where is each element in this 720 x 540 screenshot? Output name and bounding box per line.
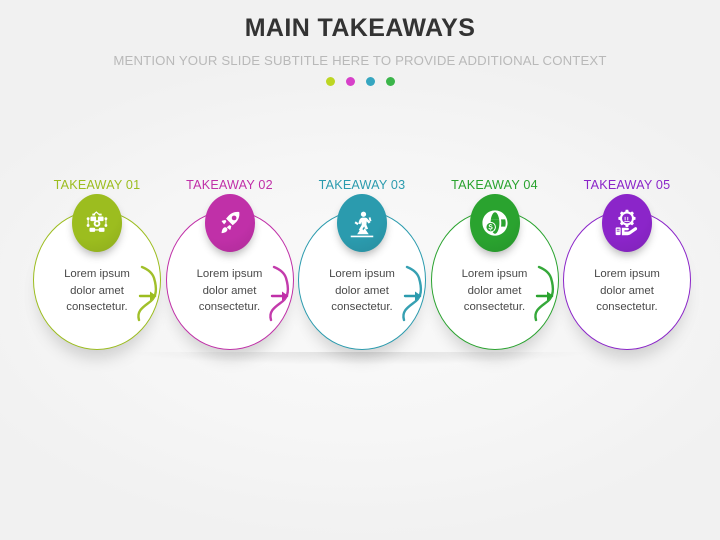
global-finance-globe-icon[interactable] [469,194,520,252]
takeaway-step-4[interactable]: TAKEAWAY 04 Lorem ipsum dolor amet consec… [422,178,568,378]
takeaway-body-2: Lorem ipsum dolor amet consectetur. [196,268,263,314]
slide-header: MAIN TAKEAWAYS MENTION YOUR SLIDE SUBTIT… [0,0,720,86]
takeaway-label-5: TAKEAWAY 05 [583,178,671,192]
takeaway-label-3: TAKEAWAY 03 [318,178,406,192]
dot-2 [345,76,355,86]
takeaway-step-3[interactable]: TAKEAWAY 03 Lorem ipsum dolor amet consec… [289,178,435,378]
takeaway-body-5: Lorem ipsum dolor amet consectetur. [594,268,660,314]
takeaway-body-1: Lorem ipsum dolor amet consectetur. [64,268,130,314]
dot-3 [365,76,375,86]
takeaways-row: TAKEAWAY 01 Lorem ipsum dolor amet consec… [0,178,720,388]
decorative-dots [0,76,720,86]
climbing-businessman-icon[interactable] [337,194,387,252]
takeaway-body-4: Lorem ipsum dolor amet consectetur. [461,268,528,314]
takeaway-step-1[interactable]: TAKEAWAY 01 Lorem ipsum dolor amet consec… [24,178,170,378]
slide-subtitle: MENTION YOUR SLIDE SUBTITLE HERE TO PROV… [113,52,607,68]
takeaway-step-2[interactable]: TAKEAWAY 02 Lorem ipsum dolor amet consec… [157,178,303,378]
takeaway-label-4: TAKEAWAY 04 [451,178,538,192]
network-diagram-icon[interactable] [72,194,122,252]
takeaway-body-3: Lorem ipsum dolor amet consectetur. [329,268,395,314]
takeaway-step-5[interactable]: TAKEAWAY 05 Lorem ipsum dolor amet consec… [554,178,700,378]
dot-4 [385,76,395,86]
page-title: MAIN TAKEAWAYS [244,14,476,42]
takeaway-label-1: TAKEAWAY 01 [53,178,141,192]
row-ground-shadow [30,352,690,382]
dot-1 [325,76,335,86]
takeaway-label-2: TAKEAWAY 02 [186,178,273,192]
hand-holding-gear-icon[interactable] [602,194,652,252]
rocket-icon[interactable] [204,194,255,252]
